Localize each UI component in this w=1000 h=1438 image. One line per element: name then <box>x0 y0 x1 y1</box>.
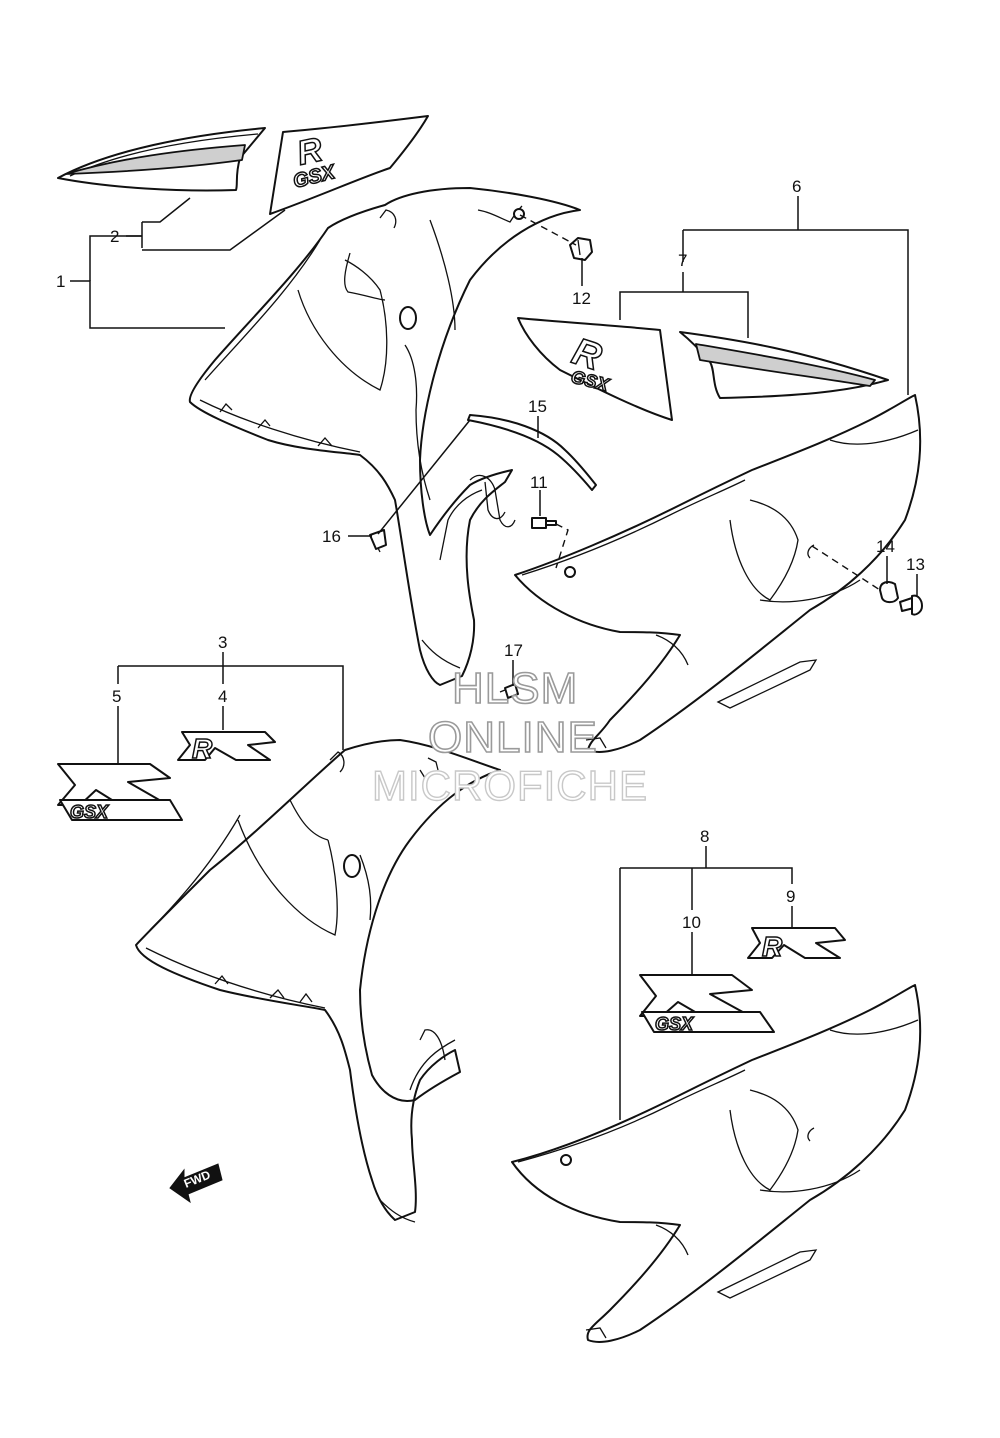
side-cowling-upper-right <box>135 739 501 1223</box>
callout-3: 3 <box>218 633 227 652</box>
screw-17 <box>499 683 519 699</box>
callout-15: 15 <box>528 397 547 416</box>
watermark: HLSM ONLINE MICROFICHE <box>371 663 648 810</box>
gsx-logo-large-right: GSX <box>655 1014 694 1034</box>
callout-16: 16 <box>322 527 341 546</box>
r-logo-small: R <box>192 733 213 764</box>
callout-8: 8 <box>700 827 709 846</box>
callout-4: 4 <box>218 687 227 706</box>
callout-6: 6 <box>792 177 801 196</box>
screw-13 <box>899 594 923 616</box>
callout-1: 1 <box>56 272 65 291</box>
decal-r-gsx-large-right: GSX <box>639 974 775 1035</box>
decal-r-small: R <box>177 731 276 765</box>
forward-direction-arrow: FWD <box>169 1163 223 1204</box>
screw-11 <box>531 517 557 529</box>
callout-13: 13 <box>906 555 925 574</box>
callout-labels: 1 2 3 4 5 6 7 8 9 10 11 12 13 14 15 16 1… <box>56 177 925 932</box>
grommet-12 <box>569 237 593 261</box>
decal-r-gsx-right: R GSX <box>517 317 673 421</box>
watermark-line-1: HLSM <box>452 664 578 713</box>
callout-7: 7 <box>678 251 687 270</box>
side-cowling-lower-left <box>511 984 922 1343</box>
callout-11: 11 <box>530 473 548 492</box>
callout-14: 14 <box>876 537 895 556</box>
decal-stripe-right <box>679 331 889 399</box>
watermark-line-2: ONLINE <box>428 713 598 762</box>
callout-2: 2 <box>110 227 119 246</box>
callout-5: 5 <box>112 687 121 706</box>
r-logo-small-right: R <box>762 931 783 962</box>
trim-strip <box>467 414 597 491</box>
callout-9: 9 <box>786 887 795 906</box>
leader-lines <box>70 196 918 1120</box>
grommet-14 <box>879 581 899 604</box>
decal-r-gsx-upper: R GSX <box>269 115 429 215</box>
callout-10: 10 <box>682 913 701 932</box>
gsx-logo-large: GSX <box>70 802 109 822</box>
decal-r-gsx-large: GSX <box>57 763 183 823</box>
side-cowling-lower-right <box>514 394 922 753</box>
decal-r-small-right: R <box>747 927 846 963</box>
callout-17: 17 <box>504 641 523 660</box>
decal-stripe-left <box>57 127 266 192</box>
side-cowling-upper-left <box>188 187 581 686</box>
watermark-line-3: MICROFICHE <box>372 762 648 809</box>
callout-12: 12 <box>572 289 591 308</box>
